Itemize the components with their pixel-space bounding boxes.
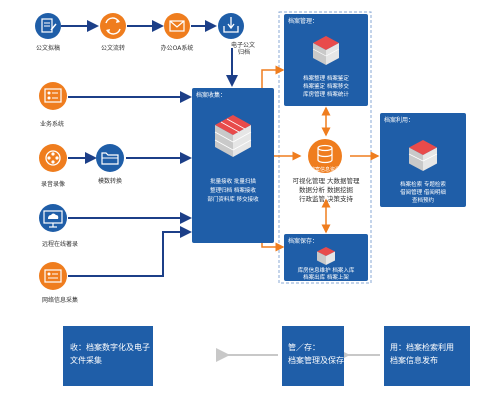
summary-manage-line-1: 管／存：: [288, 342, 320, 352]
collect-box: 档案收集： 批量接收 批量扫描 整理归档 档案接收 部门资料库 移交接收: [192, 88, 274, 243]
storage-line-2: 档案出库 档案上架: [303, 273, 349, 281]
use-line-1: 档案检索 专题检索: [400, 180, 446, 188]
data-cube-icon: [214, 115, 252, 157]
folder-convert-icon: [101, 152, 119, 165]
center-line-2: 数据分析 数据挖掘: [299, 185, 354, 194]
source-item-convert: 模数转换: [96, 144, 124, 185]
source-item-archive: 电子公文 归档: [218, 13, 257, 56]
center-node: 档案信息资源 可视化管理 大数据管理 数据分析 数据挖掘 行政监管 决策支持: [292, 139, 360, 203]
collect-box-title: 档案收集：: [196, 91, 226, 99]
source-item-oa: 办公OA系统: [161, 13, 194, 52]
oa-mail-icon: [169, 20, 185, 32]
source-label-media: 录音录像: [41, 180, 65, 188]
summary-collect: 收：档案数字化及电子 文件采集: [63, 326, 153, 386]
data-cube-icon: [317, 247, 335, 265]
source-item-media: 录音录像: [39, 144, 67, 188]
storage-box: 档案保存： 库房信息维护 档案入库 档案出库 档案上架: [284, 234, 368, 281]
collect-line-1: 批量接收 批量扫描: [210, 177, 256, 185]
arrow-network-to-collect: [68, 226, 192, 277]
monitor-cloud-icon: [43, 210, 63, 228]
use-box-title: 档案利用：: [384, 116, 414, 124]
manage-line-2: 档案鉴定 档案移交: [303, 82, 349, 90]
manage-box: 档案管理： 档案整理 档案鉴定 档案鉴定 档案移交 库房管理 档案统计: [284, 14, 368, 106]
data-cube-icon: [312, 36, 340, 65]
source-label-business: 业务系统: [40, 120, 64, 128]
summary-collect-line-2: 文件采集: [70, 355, 102, 365]
source-label-oa: 办公OA系统: [161, 44, 194, 52]
collect-line-3: 部门资料库 移交接收: [207, 195, 259, 203]
summary-collect-line-1: 收：档案数字化及电子: [70, 342, 150, 352]
business-list-icon: [44, 88, 62, 103]
source-label-archive: 电子公文 归档: [231, 41, 257, 56]
summary-use: 用：档案检索利用 档案信息发布: [384, 326, 470, 386]
source-item-business: 业务系统: [39, 82, 67, 128]
source-item-network: 网络信息采集: [39, 262, 78, 304]
source-item-flow: 公文流转: [100, 13, 126, 52]
manage-line-3: 库房管理 档案统计: [303, 90, 349, 98]
center-caption: 档案信息资源: [310, 166, 340, 173]
use-box: 档案利用： 档案检索 专题检索 借阅管理 借阅明细 查档预约: [380, 113, 466, 207]
source-label-draft: 公文拟稿: [36, 44, 60, 52]
storage-line-1: 库房信息维护 档案入库: [298, 266, 355, 274]
summary-manage: 管／存： 档案管理及保存: [282, 326, 344, 386]
summary-use-line-1: 用：档案检索利用: [390, 342, 454, 352]
document-edit-icon: [41, 18, 57, 33]
flow-cycle-icon: [105, 17, 121, 35]
source-label-flow: 公文流转: [101, 44, 125, 52]
summary-manage-line-2: 档案管理及保存: [288, 355, 344, 365]
archive-tray-icon: [223, 17, 239, 33]
middle-dashed-frame: [278, 11, 372, 284]
source-item-draft: 公文拟稿: [35, 13, 61, 52]
network-form-icon: [44, 269, 62, 283]
use-line-2: 借阅管理 借阅明细: [400, 188, 446, 196]
source-label-convert: 模数转换: [98, 177, 122, 185]
summary-use-line-2: 档案信息发布: [390, 355, 438, 365]
database-icon: [317, 144, 333, 164]
storage-box-title: 档案保存：: [288, 237, 318, 245]
manage-box-title: 档案管理：: [288, 17, 318, 25]
source-label-remote: 远程在线著录: [42, 240, 78, 248]
use-line-3: 查档预约: [412, 196, 435, 204]
center-line-1: 可视化管理 大数据管理: [292, 176, 360, 185]
film-reel-icon: [45, 150, 61, 166]
collect-line-2: 整理归档 档案接收: [210, 186, 256, 194]
source-item-remote: 远程在线著录: [39, 204, 78, 248]
center-line-3: 行政监管 决策支持: [299, 194, 354, 203]
source-label-network: 网络信息采集: [42, 296, 78, 304]
manage-line-1: 档案整理 档案鉴定: [303, 74, 349, 82]
data-cube-icon: [408, 140, 438, 171]
